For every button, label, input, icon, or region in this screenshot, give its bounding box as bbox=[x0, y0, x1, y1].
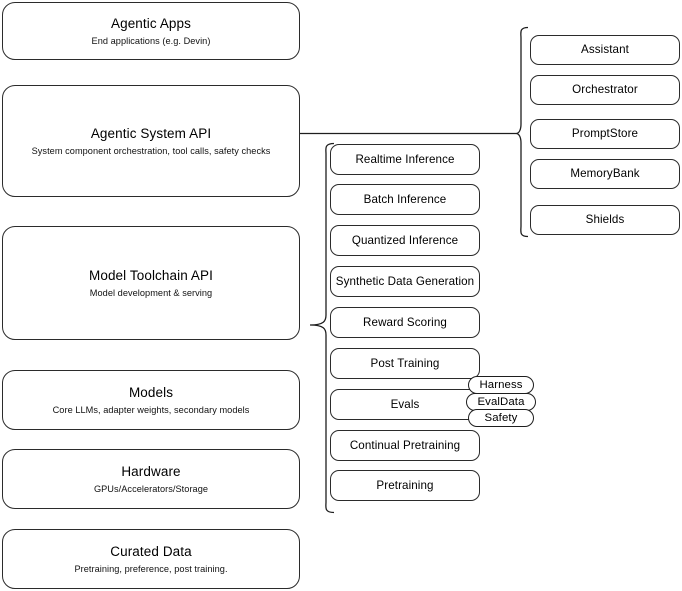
capability-label: Pretraining bbox=[376, 478, 434, 492]
capability-label: Post Training bbox=[370, 356, 440, 370]
capability-pretraining[interactable]: Pretraining bbox=[330, 470, 480, 501]
capability-realtime-inference[interactable]: Realtime Inference bbox=[330, 144, 480, 175]
stack-layer-title: Agentic System API bbox=[90, 125, 212, 141]
stack-layer-title: Hardware bbox=[121, 463, 181, 479]
system-component-label: Assistant bbox=[581, 43, 629, 56]
capability-label: Synthetic Data Generation bbox=[335, 274, 475, 288]
capability-label: Realtime Inference bbox=[355, 152, 455, 166]
capability-batch-inference[interactable]: Batch Inference bbox=[330, 184, 480, 215]
stack-layer-hardware[interactable]: Hardware GPUs/Accelerators/Storage bbox=[2, 449, 300, 509]
capability-post-training[interactable]: Post Training bbox=[330, 348, 480, 379]
stack-layer-subtitle: System component orchestration, tool cal… bbox=[31, 145, 271, 156]
stack-layer-subtitle: Pretraining, preference, post training. bbox=[74, 563, 228, 574]
stack-layer-agentic-system-api[interactable]: Agentic System API System component orch… bbox=[2, 85, 300, 197]
stack-layer-subtitle: Model development & serving bbox=[89, 287, 213, 298]
capability-reward-scoring[interactable]: Reward Scoring bbox=[330, 307, 480, 338]
system-component-label: PromptStore bbox=[571, 127, 639, 140]
capability-continual-pretraining[interactable]: Continual Pretraining bbox=[330, 430, 480, 461]
system-component-orchestrator[interactable]: Orchestrator bbox=[530, 75, 680, 105]
capability-evals[interactable]: Evals bbox=[330, 389, 480, 420]
stack-layer-agentic-apps[interactable]: Agentic Apps End applications (e.g. Devi… bbox=[2, 2, 300, 60]
capability-synthetic-data-generation[interactable]: Synthetic Data Generation bbox=[330, 266, 480, 297]
capability-label: Quantized Inference bbox=[351, 233, 459, 247]
capability-label: Evals bbox=[390, 397, 420, 411]
system-component-label: Orchestrator bbox=[572, 83, 638, 96]
system-components-brace bbox=[515, 26, 529, 238]
evals-subcomponent-label: EvalData bbox=[477, 395, 525, 408]
stack-layer-title: Agentic Apps bbox=[110, 15, 191, 31]
evals-subcomponent-safety[interactable]: Safety bbox=[468, 409, 534, 427]
system-component-promptstore[interactable]: PromptStore bbox=[530, 119, 680, 149]
stack-layer-models[interactable]: Models Core LLMs, adapter weights, secon… bbox=[2, 370, 300, 430]
stack-layer-subtitle: GPUs/Accelerators/Storage bbox=[93, 483, 209, 494]
stack-layer-subtitle: Core LLMs, adapter weights, secondary mo… bbox=[52, 404, 250, 415]
system-component-memorybank[interactable]: MemoryBank bbox=[530, 159, 680, 189]
system-component-assistant[interactable]: Assistant bbox=[530, 35, 680, 65]
stack-layer-title: Curated Data bbox=[110, 543, 192, 559]
capability-label: Reward Scoring bbox=[363, 315, 447, 329]
capability-label: Continual Pretraining bbox=[349, 438, 461, 452]
stack-layer-subtitle: End applications (e.g. Devin) bbox=[91, 35, 211, 46]
stack-layer-title: Model Toolchain API bbox=[89, 267, 213, 283]
evals-subcomponent-label: Safety bbox=[484, 411, 518, 424]
capability-label: Batch Inference bbox=[363, 192, 447, 206]
stack-layer-title: Models bbox=[128, 384, 174, 400]
capability-quantized-inference[interactable]: Quantized Inference bbox=[330, 225, 480, 256]
evals-subcomponent-label: Harness bbox=[479, 378, 523, 391]
system-component-label: Shields bbox=[585, 213, 625, 226]
stack-layer-model-toolchain-api[interactable]: Model Toolchain API Model development & … bbox=[2, 226, 300, 340]
system-component-shields[interactable]: Shields bbox=[530, 205, 680, 235]
evals-subcomponent-harness[interactable]: Harness bbox=[468, 376, 534, 394]
stack-layer-curated-data[interactable]: Curated Data Pretraining, preference, po… bbox=[2, 529, 300, 589]
system-component-label: MemoryBank bbox=[570, 167, 640, 180]
